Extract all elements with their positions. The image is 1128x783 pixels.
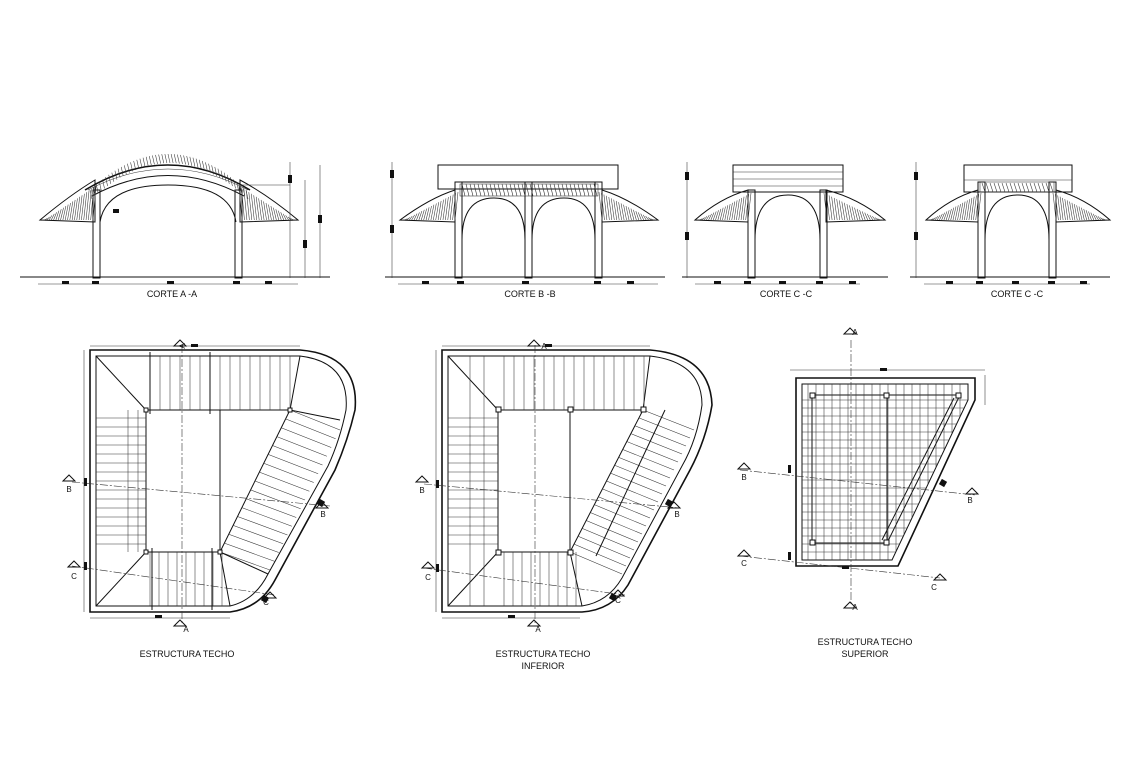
- plan-techo-rafters: [96, 352, 341, 610]
- thatch-arch: [89, 153, 249, 200]
- cut-marker-b-label: B: [674, 510, 679, 519]
- cut-marker-c-label: C: [263, 598, 269, 607]
- cut-markers: A A B C B C A A: [61, 327, 980, 634]
- cut-marker-a: A: [842, 601, 858, 612]
- cut-marker-a-label: A: [852, 328, 858, 337]
- cut-marker-c: C: [262, 591, 278, 607]
- cut-marker-c: C: [420, 561, 436, 582]
- cut-marker-a: A: [526, 339, 547, 351]
- section-a-title: CORTE A -A: [147, 289, 197, 299]
- cut-marker-b: B: [964, 487, 980, 505]
- cut-marker-b-label: B: [741, 473, 746, 482]
- plan-inferior-drawing: [423, 344, 713, 625]
- plan-techo-title: ESTRUCTURA TECHO: [140, 649, 235, 659]
- cut-marker-c: C: [931, 573, 948, 592]
- plan-inferior-title-line-2: INFERIOR: [521, 661, 565, 671]
- cut-marker-a-label: A: [535, 625, 541, 634]
- section-b-title: CORTE B -B: [504, 289, 555, 299]
- cut-marker-b: B: [414, 475, 430, 495]
- thatch-left-a: [38, 179, 96, 223]
- cut-marker-b: B: [666, 501, 682, 519]
- cut-marker-b-label: B: [320, 510, 325, 519]
- plan-superior-title-line-2: SUPERIOR: [841, 649, 889, 659]
- thatch-fan: [928, 192, 982, 221]
- section-c1-drawing: [682, 162, 888, 285]
- thatch-left-c2: [924, 189, 979, 223]
- cut-marker-c-label: C: [615, 596, 621, 605]
- cut-marker-c-label: C: [741, 559, 747, 568]
- thatch-fan: [697, 192, 752, 221]
- thatch-left-c1: [693, 189, 749, 223]
- cut-marker-b: B: [314, 501, 330, 519]
- cut-marker-c: C: [736, 549, 752, 568]
- thatch-fan: [823, 192, 883, 221]
- cut-marker-a: A: [842, 327, 858, 337]
- plan-inferior-rafters: [448, 356, 695, 606]
- cut-marker-a-label: A: [178, 343, 187, 349]
- thatch-fan: [598, 191, 656, 221]
- cut-marker-c: C: [610, 589, 626, 605]
- cut-marker-b-label: B: [66, 485, 71, 494]
- plan-inferior-title-line-1: ESTRUCTURA TECHO: [496, 649, 591, 659]
- thatch-right-b: [601, 189, 660, 223]
- cut-marker-a-label: A: [183, 625, 189, 634]
- cut-marker-a: A: [172, 339, 188, 349]
- cut-marker-b: B: [61, 474, 77, 494]
- section-c1-title: CORTE C -C: [760, 289, 813, 299]
- thatch-fan: [402, 191, 459, 221]
- thatch-right-c1: [825, 189, 887, 223]
- thatch-left-b: [398, 189, 456, 223]
- cut-marker-b-label: B: [419, 486, 424, 495]
- cut-marker-a: A: [172, 619, 189, 634]
- plan-superior-drawing: [739, 340, 986, 605]
- cut-marker-a-label: A: [852, 603, 858, 612]
- cut-marker-c-label: C: [425, 573, 431, 582]
- section-a-drawing: [20, 162, 330, 285]
- cut-marker-c-label: C: [931, 583, 937, 592]
- section-b-drawing: [385, 162, 665, 285]
- section-c2-title: CORTE C -C: [991, 289, 1044, 299]
- thatch-fan: [238, 185, 296, 221]
- cut-marker-b-label: B: [967, 496, 972, 505]
- cut-marker-c-label: C: [71, 572, 77, 581]
- cut-marker-a-label: A: [541, 342, 547, 351]
- thatch-fan: [1052, 192, 1108, 221]
- section-c2-drawing: [910, 162, 1112, 285]
- cut-marker-a: A: [526, 619, 541, 634]
- thatch-fan: [42, 185, 97, 221]
- cut-marker-b: B: [736, 462, 752, 482]
- cut-marker-c: C: [66, 560, 82, 581]
- plan-techo-drawing: [71, 344, 357, 625]
- plan-superior-title-line-1: ESTRUCTURA TECHO: [818, 637, 913, 647]
- thatch-band: [461, 182, 1054, 197]
- plan-superior-purlins: [802, 384, 968, 560]
- thatch-right-c2: [1055, 189, 1112, 223]
